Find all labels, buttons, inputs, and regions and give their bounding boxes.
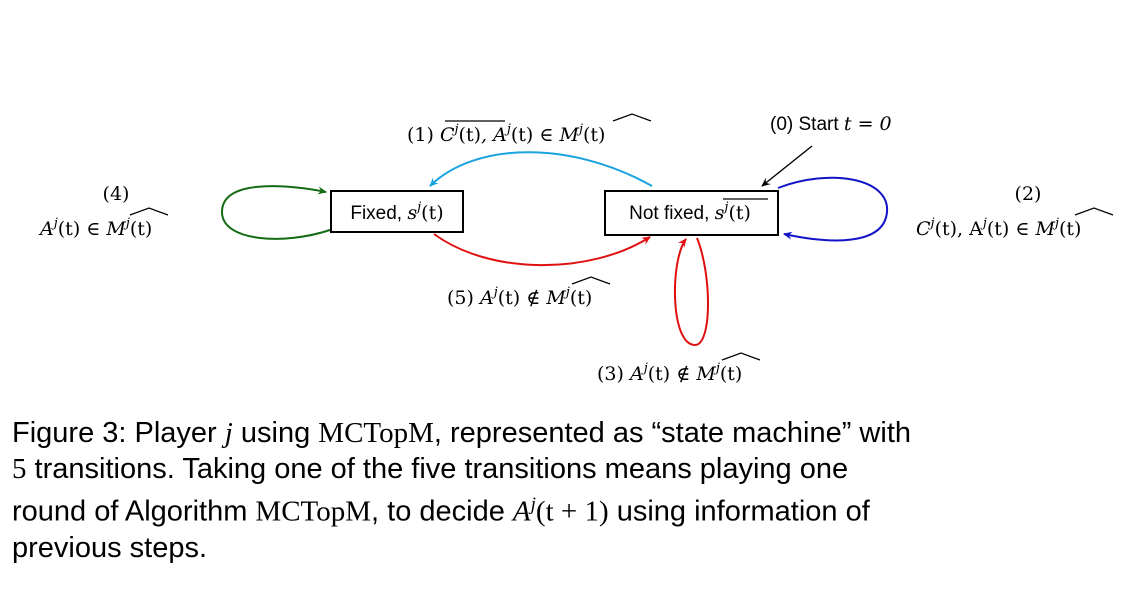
caption-line-3: round of Algorithm MCTopM, to decide Aj(…	[12, 494, 870, 528]
caption-line-4: previous steps.	[12, 531, 208, 564]
transition-5-widehat	[571, 276, 611, 285]
transition-4-num: (4)	[103, 183, 130, 205]
figure-caption: Figure 3: Player j using MCTopM, represe…	[12, 415, 1142, 566]
transition-4-label: Aj(t) ∈ Mj(t)	[38, 216, 152, 240]
transition-2-widehat	[1074, 207, 1114, 216]
start-label: (0) Start t = 0	[770, 113, 892, 135]
state-fixed-box	[330, 190, 464, 233]
state-fixed-label: Fixed, sj(t)	[350, 200, 443, 224]
transition-3-arrow	[673, 237, 709, 347]
state-not-fixed-box	[604, 190, 779, 236]
transition-5-arrow	[433, 233, 651, 267]
state-machine-diagram: Fixed, sj(t) Not fixed, sj(t) (0) Start …	[38, 113, 1114, 385]
transition-1-label: (1) Cj(t), Aj(t) ∈ Mj(t)	[407, 122, 605, 146]
caption-line-1: Figure 3: Player j using MCTopM, represe…	[12, 417, 912, 449]
transition-1-widehat	[612, 113, 652, 122]
transition-2-arrow	[777, 176, 889, 242]
state-not-fixed-label: Not fixed, sj(t)	[629, 200, 751, 224]
transition-3-widehat	[721, 352, 761, 361]
transition-2-num: (2)	[1015, 183, 1042, 205]
transition-5-label: (5) Aj(t) ∉ Mj(t)	[447, 285, 592, 309]
algorithm-name: MCTopM	[318, 417, 434, 449]
start-arrow	[761, 145, 813, 187]
transition-4-widehat	[129, 207, 169, 216]
transition-1-arrow	[429, 151, 653, 187]
caption-line-2: 5 transitions. Taking one of the five tr…	[12, 453, 849, 485]
transition-2-label: Cj(t), Aj(t) ∈ Mj(t)	[916, 216, 1081, 240]
transition-4-arrow	[220, 185, 331, 240]
algorithm-name: MCTopM	[255, 495, 372, 528]
transition-3-label: (3) Aj(t) ∉ Mj(t)	[597, 361, 742, 385]
